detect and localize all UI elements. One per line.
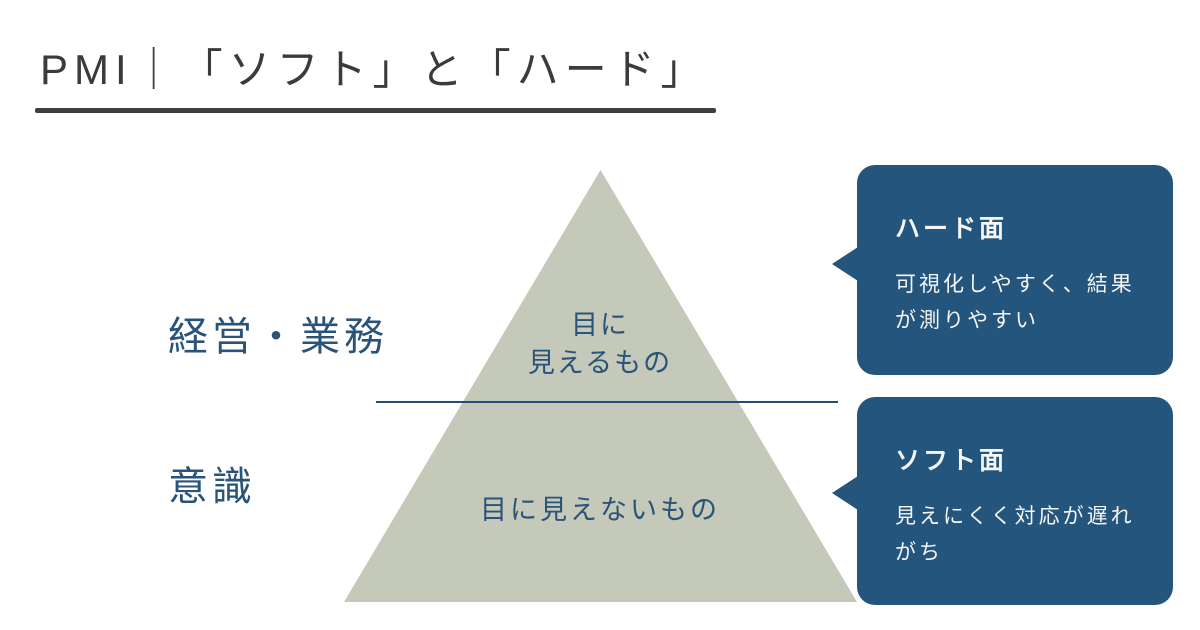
pyramid-top-label: 目に 見えるもの <box>527 310 673 378</box>
side-label-awareness: 意識 <box>168 465 256 509</box>
callout-hard-title: ハード面 <box>895 215 1008 243</box>
pyramid-bottom-label: 目に見えないもの <box>480 495 720 525</box>
callout-soft-title: ソフト面 <box>895 447 1008 475</box>
callout-soft-tail-icon <box>832 476 858 510</box>
side-label-management-operations: 経営・業務 <box>168 315 388 359</box>
callout-hard-body: 可視化しやすく、結果 が測りやすい <box>895 273 1135 332</box>
callout-soft: ソフト面 見えにくく対応が遅れ がち <box>832 397 1173 605</box>
callout-hard-tail-icon <box>832 247 858 281</box>
callout-soft-body: 見えにくく対応が遅れ がち <box>895 505 1135 564</box>
title-underline <box>35 108 716 113</box>
callout-hard: ハード面 可視化しやすく、結果 が測りやすい <box>832 165 1173 375</box>
pyramid-shape <box>344 170 857 602</box>
page-title: PMI｜「ソフト」と「ハード」 <box>40 46 709 93</box>
pyramid-divider-line <box>376 401 838 403</box>
